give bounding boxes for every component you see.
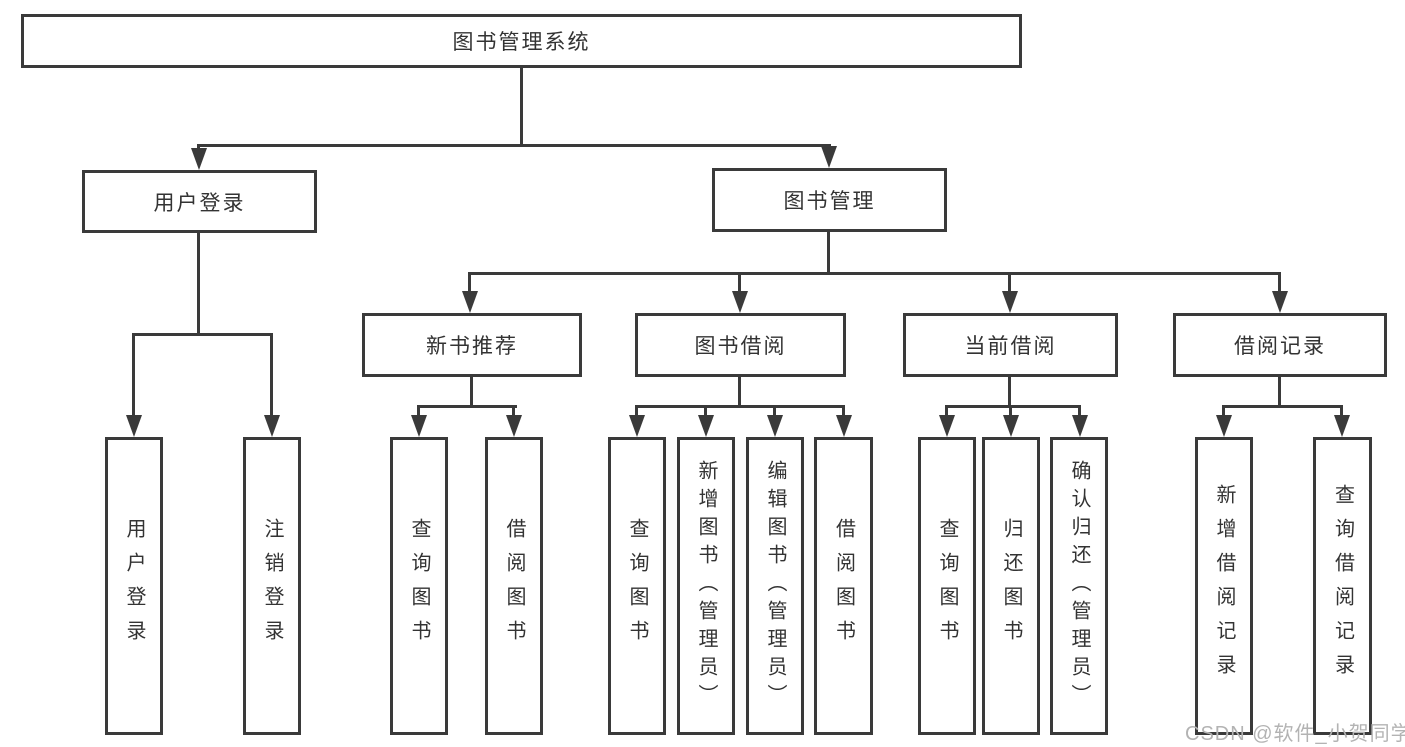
connector-line (773, 405, 776, 417)
connector-line (1078, 405, 1081, 417)
connector-line (417, 405, 517, 408)
connector-line (1222, 405, 1343, 408)
node-label: 图书管理系统 (452, 31, 591, 54)
arrowhead-down-icon (126, 415, 142, 437)
leaf-confirm-return-admin: 确认归还（管理员） (1050, 437, 1108, 735)
node-book-borrow: 图书借阅 (635, 313, 846, 377)
connector-line (635, 405, 845, 408)
arrowhead-down-icon (1072, 415, 1088, 437)
node-label: 用户登录 (123, 518, 145, 654)
node-label: 查询借阅记录 (1331, 484, 1354, 688)
connector-line (945, 405, 948, 417)
leaf-borrow-books: 借阅图书 (814, 437, 873, 735)
leaf-query-books-borrow: 查询图书 (608, 437, 666, 735)
arrowhead-down-icon (1272, 291, 1288, 313)
node-new-book-recommend: 新书推荐 (362, 313, 582, 377)
node-label: 用户登录 (153, 191, 246, 215)
connector-line (1340, 405, 1343, 417)
leaf-add-borrow-record: 新增借阅记录 (1195, 437, 1253, 735)
leaf-user-login: 用户登录 (105, 437, 163, 735)
leaf-query-books-current: 查询图书 (918, 437, 976, 735)
node-label: 借阅图书 (832, 518, 855, 654)
node-label: 编辑图书（管理员） (764, 460, 786, 712)
arrowhead-down-icon (506, 415, 522, 437)
arrowhead-down-icon (732, 291, 748, 313)
connector-line (520, 68, 523, 146)
arrowhead-down-icon (411, 415, 427, 437)
connector-line (1008, 272, 1011, 293)
leaf-borrow-books-recommend: 借阅图书 (485, 437, 543, 735)
connector-line (827, 232, 830, 275)
leaf-edit-books-admin: 编辑图书（管理员） (746, 437, 804, 735)
connector-line (417, 405, 420, 417)
connector-line (738, 272, 741, 293)
arrowhead-down-icon (264, 415, 280, 437)
arrowhead-down-icon (821, 146, 837, 168)
node-label: 确认归还（管理员） (1068, 460, 1090, 712)
connector-line (1278, 272, 1281, 293)
connector-line (197, 144, 831, 147)
connector-line (470, 377, 473, 408)
node-borrow-record: 借阅记录 (1173, 313, 1387, 377)
leaf-logout: 注销登录 (243, 437, 301, 735)
leaf-query-books-recommend: 查询图书 (390, 437, 448, 735)
connector-line (738, 377, 741, 408)
connector-line (468, 272, 1281, 275)
connector-line (512, 405, 515, 417)
node-label: 借阅图书 (503, 518, 525, 654)
arrowhead-down-icon (1216, 415, 1232, 437)
connector-line (1008, 377, 1011, 408)
leaf-add-books-admin: 新增图书（管理员） (677, 437, 735, 735)
node-label: 图书借阅 (694, 335, 787, 358)
connector-line (197, 233, 200, 335)
connector-line (1222, 405, 1225, 417)
node-current-borrow: 当前借阅 (903, 313, 1118, 377)
connector-line (468, 272, 471, 293)
connector-line (1009, 405, 1012, 417)
arrowhead-down-icon (629, 415, 645, 437)
node-label: 查询图书 (626, 518, 648, 654)
arrowhead-down-icon (1003, 415, 1019, 437)
node-label: 归还图书 (1000, 518, 1022, 654)
connector-line (704, 405, 707, 417)
connector-line (132, 333, 273, 336)
arrowhead-down-icon (1002, 291, 1018, 313)
arrowhead-down-icon (767, 415, 783, 437)
connector-line (945, 405, 1081, 408)
arrowhead-down-icon (191, 148, 207, 170)
node-root-library-system: 图书管理系统 (21, 14, 1022, 68)
connector-line (132, 333, 135, 417)
arrowhead-down-icon (698, 415, 714, 437)
arrowhead-down-icon (462, 291, 478, 313)
leaf-return-books: 归还图书 (982, 437, 1040, 735)
node-book-management: 图书管理 (712, 168, 947, 232)
csdn-watermark: CSDN @软件_小贺同学 (1185, 723, 1405, 745)
arrowhead-down-icon (1334, 415, 1350, 437)
node-label: 新增借阅记录 (1213, 484, 1235, 688)
node-label: 当前借阅 (964, 335, 1057, 358)
node-label: 注销登录 (261, 518, 283, 654)
connector-line (842, 405, 845, 417)
node-label: 查询图书 (936, 518, 958, 654)
arrowhead-down-icon (939, 415, 955, 437)
leaf-query-borrow-record: 查询借阅记录 (1313, 437, 1372, 735)
node-user-login-branch: 用户登录 (82, 170, 317, 233)
connector-line (635, 405, 638, 417)
connector-line (1278, 377, 1281, 408)
arrowhead-down-icon (836, 415, 852, 437)
node-label: 借阅记录 (1234, 335, 1326, 358)
node-label: 图书管理 (783, 190, 876, 213)
node-label: 查询图书 (408, 518, 430, 654)
node-label: 新增图书（管理员） (695, 460, 717, 712)
node-label: 新书推荐 (426, 335, 518, 358)
connector-line (270, 333, 273, 417)
